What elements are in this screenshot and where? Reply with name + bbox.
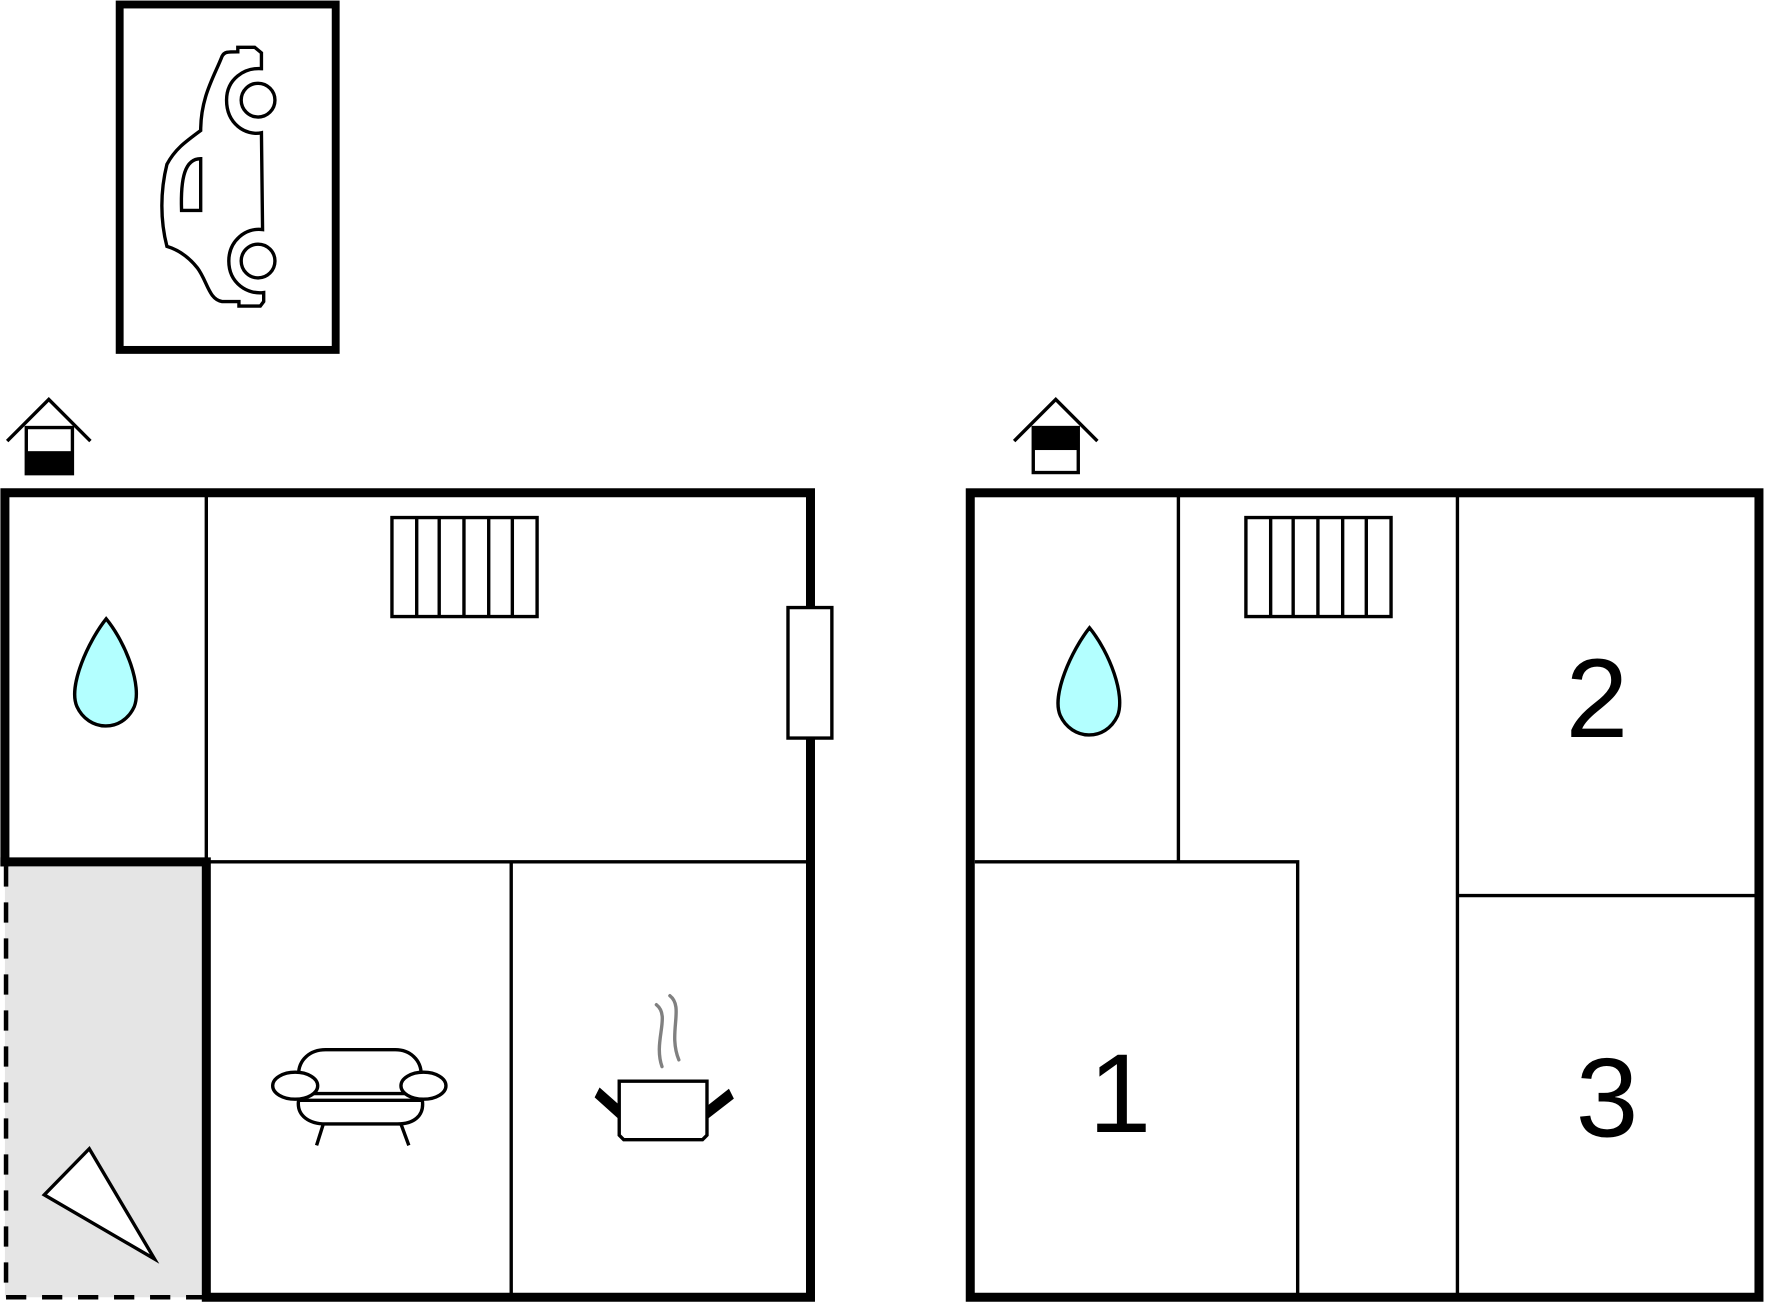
ground-floor xyxy=(0,488,834,1302)
water-drop-icon xyxy=(1056,625,1122,737)
terrace xyxy=(3,866,205,1300)
sofa-icon xyxy=(271,1048,448,1146)
bedroom-1-label: 1 xyxy=(1089,1030,1152,1156)
cooking-pot-icon xyxy=(594,994,734,1142)
water-drop-icon xyxy=(73,616,139,728)
radiator-icon xyxy=(390,515,539,619)
entrance-icon xyxy=(1012,397,1099,475)
parking xyxy=(115,0,340,354)
car-icon xyxy=(160,45,277,308)
bedroom-3-label: 3 xyxy=(1576,1034,1639,1160)
bedroom-2-label: 2 xyxy=(1566,635,1629,761)
radiator-icon xyxy=(1244,515,1393,619)
upper-floor: 1 2 3 xyxy=(965,488,1764,1302)
entrance-icon xyxy=(5,397,92,476)
terrace-icon xyxy=(41,1145,160,1264)
window xyxy=(786,605,834,740)
